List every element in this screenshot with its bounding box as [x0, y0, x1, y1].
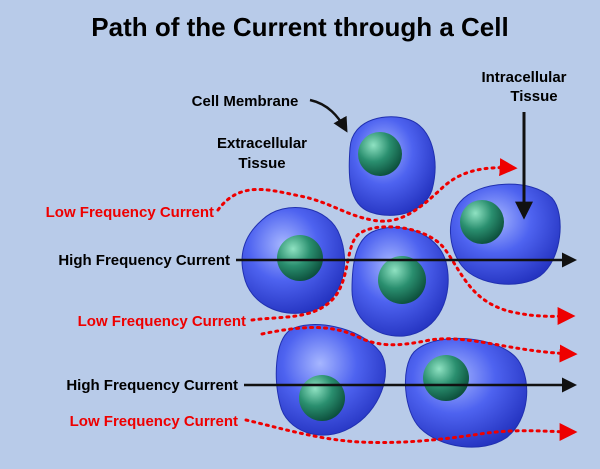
high-frequency-label-1: High Frequency Current	[58, 252, 230, 269]
low-frequency-label-3: Low Frequency Current	[70, 413, 238, 430]
intracellular-label-line2: Tissue	[510, 88, 557, 105]
intracellular-label-line1: Intracellular	[481, 69, 566, 86]
cell-top	[348, 116, 436, 216]
low-frequency-label-2: Low Frequency Current	[78, 313, 246, 330]
nucleus	[378, 256, 426, 304]
low-frequency-path-3	[260, 326, 578, 363]
page-title: Path of the Current through a Cell	[91, 12, 508, 42]
nucleus	[460, 200, 504, 244]
low-frequency-path-1	[216, 158, 518, 223]
extracellular-label-line2: Tissue	[238, 155, 285, 172]
nucleus	[277, 235, 323, 281]
nucleus	[299, 375, 345, 421]
cell-bottom-left	[275, 324, 386, 436]
nucleus	[358, 132, 402, 176]
nucleus	[423, 355, 469, 401]
cell-right	[449, 183, 561, 285]
cell-membrane-label: Cell Membrane	[192, 93, 299, 110]
extracellular-label-line1: Extracellular	[217, 135, 307, 152]
cell-center	[351, 226, 449, 337]
cell-membrane-pointer	[309, 98, 348, 133]
low-frequency-path-4	[244, 418, 578, 445]
low-frequency-label-1: Low Frequency Current	[46, 204, 214, 221]
cell-bottom-right	[404, 337, 528, 448]
high-frequency-label-2: High Frequency Current	[66, 377, 238, 394]
low-frequency-path-2	[250, 225, 576, 326]
